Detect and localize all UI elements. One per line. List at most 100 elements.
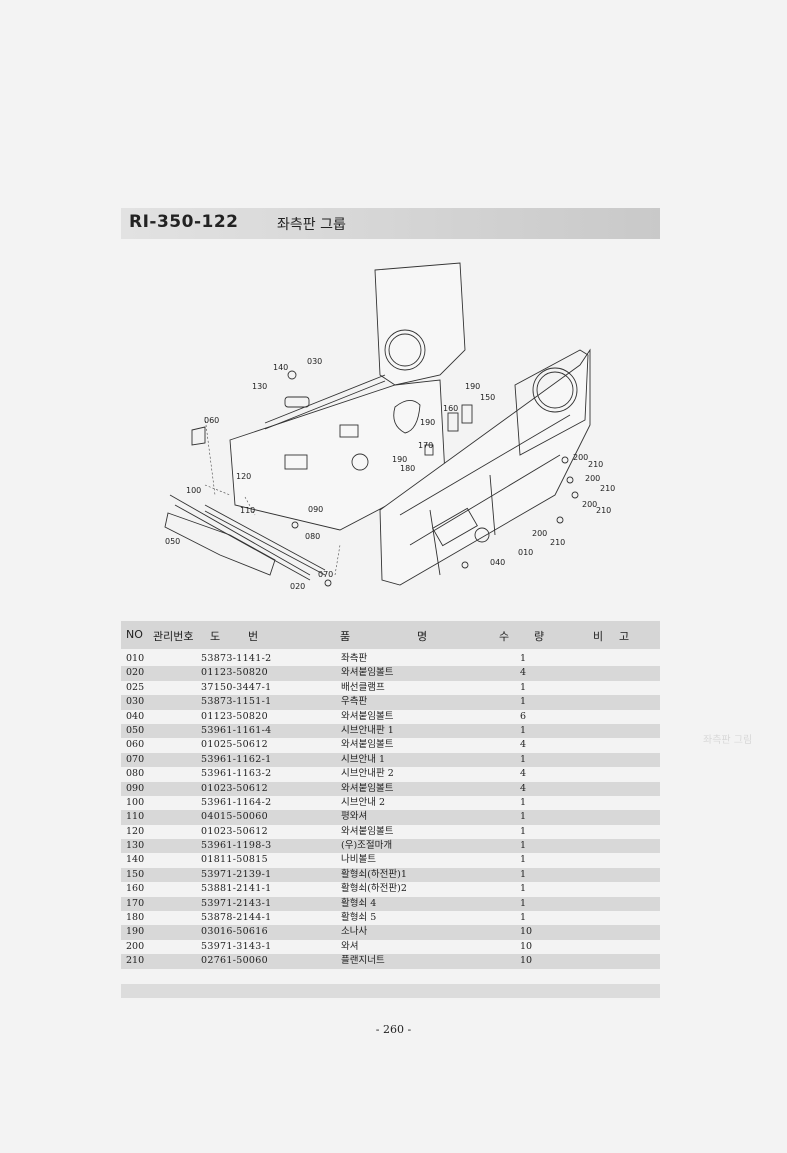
callout-110: 110 [240, 506, 255, 515]
cell-quantity: 1 [520, 653, 527, 664]
callout-180: 180 [400, 464, 415, 473]
cell-part-name: 와셔 [341, 940, 359, 952]
cell-drawing-number: 37150-3447-1 [201, 681, 272, 693]
parts-diagram-svg: 140 030 130 060 190 150 160 190 170 190 … [164, 262, 615, 591]
table-row: 110 04015-50060 평와셔 1 [121, 810, 660, 825]
callout-210: 210 [600, 484, 615, 493]
cell-no: 100 [126, 796, 145, 808]
header-name-2: 명 [417, 630, 428, 643]
callout-120: 120 [236, 472, 251, 481]
callout-190: 190 [392, 455, 407, 464]
cell-drawing-number: 01023-50612 [201, 825, 268, 837]
cell-drawing-number: 53971-3143-1 [201, 940, 272, 952]
callout-080: 080 [305, 532, 320, 541]
header-dwg-1: 도 [210, 630, 221, 643]
header-qty-1: 수 [499, 630, 510, 643]
cell-part-name: 활형쇠(하전판)1 [341, 868, 407, 880]
callout-130: 130 [252, 382, 267, 391]
cell-drawing-number: 53873-1141-2 [201, 653, 272, 664]
callout-200: 200 [532, 529, 547, 538]
cell-part-name: 배선클램프 [341, 681, 385, 693]
cell-drawing-number: 53961-1161-4 [201, 724, 272, 736]
cell-quantity: 1 [520, 696, 527, 708]
cell-drawing-number: 02761-50060 [201, 955, 268, 967]
callout-210: 210 [588, 460, 603, 469]
cell-part-name: 와셔붙임볼트 [341, 710, 394, 722]
cell-quantity: 1 [520, 883, 527, 895]
callout-150: 150 [480, 393, 495, 402]
cell-no: 190 [126, 926, 145, 938]
header-mgmt: 관리번호 [153, 630, 194, 643]
cell-no: 140 [126, 854, 145, 866]
callout-040: 040 [490, 558, 505, 567]
cell-part-name: 활형쇠 4 [341, 897, 377, 909]
cell-no: 120 [126, 825, 145, 837]
cell-drawing-number: 04015-50060 [201, 811, 268, 823]
cell-part-name: 시브안내 1 [341, 753, 386, 765]
cell-drawing-number: 53873-1151-1 [201, 696, 272, 708]
cell-quantity: 4 [520, 782, 527, 794]
cell-no: 040 [126, 710, 145, 722]
header-name-1: 품 [340, 630, 351, 643]
cell-drawing-number: 01023-50612 [201, 782, 268, 794]
cell-drawing-number: 01811-50815 [201, 854, 268, 866]
cell-quantity: 10 [520, 926, 533, 938]
cell-part-name: 와셔붙임볼트 [341, 825, 394, 837]
header-note-2: 고 [619, 630, 630, 643]
cell-quantity: 10 [520, 940, 533, 952]
cell-part-name: 평와셔 [341, 811, 368, 823]
cell-no: 110 [126, 811, 145, 823]
header-note-1: 비 [593, 630, 604, 643]
callout-210: 210 [550, 538, 565, 547]
cell-quantity: 1 [520, 753, 527, 765]
cell-no: 070 [126, 753, 145, 765]
cell-drawing-number: 53961-1164-2 [201, 796, 272, 808]
cell-part-name: 좌측판 [341, 653, 368, 664]
cell-part-name: (우)조절마개 [341, 840, 393, 852]
callout-200: 200 [585, 474, 600, 483]
cell-quantity: 1 [520, 840, 527, 852]
exploded-parts-diagram: 140 030 130 060 190 150 160 190 170 190 … [160, 255, 620, 600]
cell-quantity: 1 [520, 868, 527, 880]
cell-no: 210 [126, 955, 145, 967]
cell-drawing-number: 53878-2144-1 [201, 912, 272, 924]
cell-quantity: 4 [520, 739, 527, 751]
cell-drawing-number: 53971-2139-1 [201, 868, 272, 880]
cell-quantity: 1 [520, 724, 527, 736]
cell-quantity: 6 [520, 710, 527, 722]
cell-part-name: 활형쇠 5 [341, 912, 377, 924]
cell-no: 060 [126, 739, 145, 751]
cell-no: 170 [126, 897, 145, 909]
cell-quantity: 1 [520, 811, 527, 823]
callout-190: 190 [420, 418, 435, 427]
cell-drawing-number: 53881-2141-1 [201, 883, 272, 895]
cell-part-name: 와셔붙임볼트 [341, 782, 394, 794]
cell-no: 030 [126, 696, 145, 708]
table-row: 120 01023-50612 와셔붙임볼트 1 [121, 825, 660, 839]
cell-no: 020 [126, 667, 145, 679]
callout-070: 070 [318, 570, 333, 579]
callout-160: 160 [443, 404, 458, 413]
cell-no: 130 [126, 840, 145, 852]
cell-no: 200 [126, 940, 145, 952]
cell-drawing-number: 01025-50612 [201, 739, 268, 751]
cell-quantity: 1 [520, 825, 527, 837]
cell-no: 160 [126, 883, 145, 895]
cell-part-name: 와셔붙임볼트 [341, 667, 394, 679]
table-footer-bar [121, 984, 660, 998]
callout-200: 200 [582, 500, 597, 509]
callout-200: 200 [573, 453, 588, 462]
callout-090: 090 [308, 505, 323, 514]
